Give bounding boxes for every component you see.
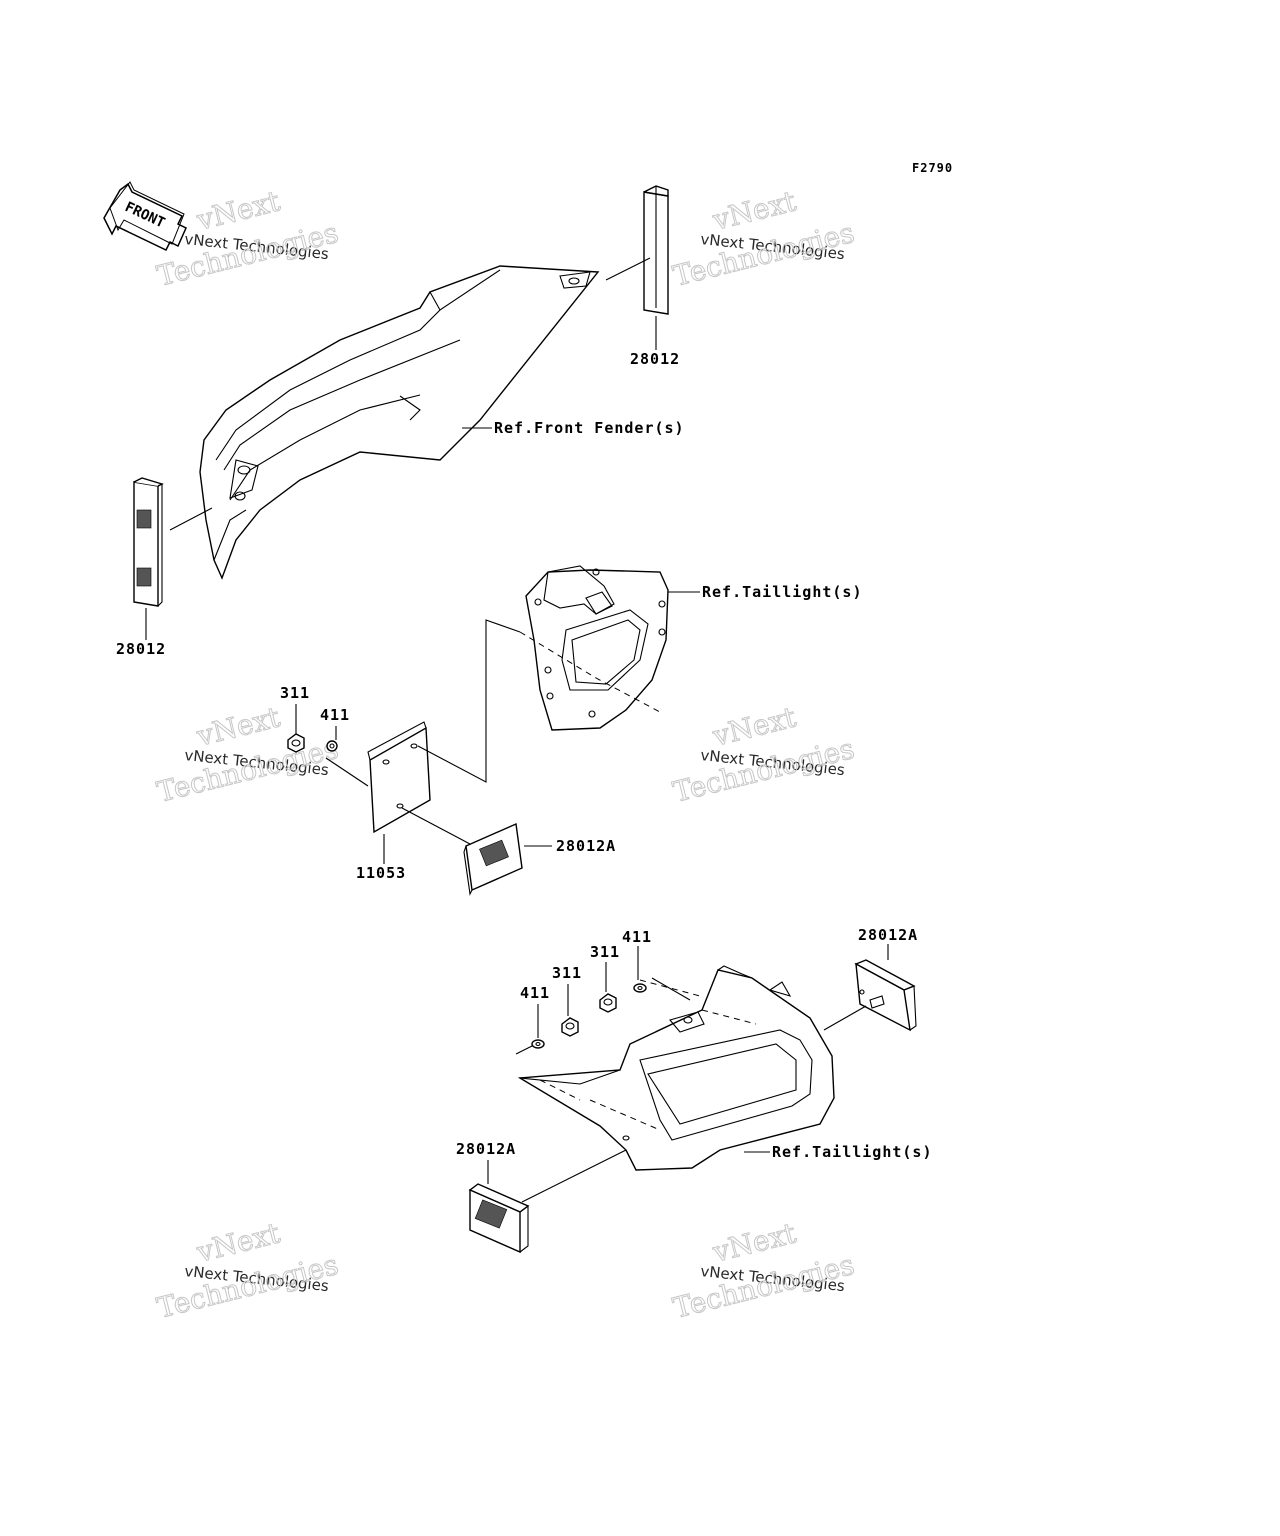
part-number-washer-lower-b: 411: [622, 928, 652, 946]
part-number-nut-lower-b: 311: [590, 943, 620, 961]
part-number-reflector-fender-right: 28012: [630, 350, 680, 368]
svg-text:Technologies: Technologies: [154, 732, 342, 809]
leader-line: [417, 619, 521, 783]
reflector-tail-right: [854, 959, 917, 1032]
svg-text:vNext: vNext: [193, 184, 284, 237]
ref-taillight-lower: Ref.Taillight(s): [772, 1143, 933, 1161]
svg-text:Technologies: Technologies: [670, 732, 858, 809]
front-arrow-icon: FRONT: [103, 181, 187, 251]
leader-line: [823, 1005, 867, 1031]
figure-code: F2790: [912, 161, 953, 175]
part-number-reflector-tail-right: 28012A: [858, 926, 918, 944]
part-number-reflector-plate: 28012A: [556, 837, 616, 855]
nut-upper: [287, 733, 305, 753]
reflector-plate: [463, 822, 523, 896]
ref-taillight-upper: Ref.Taillight(s): [702, 583, 863, 601]
svg-text:vNext: vNext: [709, 700, 800, 753]
leader-line: [521, 1149, 627, 1203]
reflector-fender-left: [133, 477, 164, 607]
svg-text:Technologies: Technologies: [670, 216, 858, 293]
part-number-washer-lower-a: 411: [520, 984, 550, 1002]
nut-lower-a: [561, 1017, 579, 1037]
part-number-washer-upper: 411: [320, 706, 350, 724]
part-number-nut-upper: 311: [280, 684, 310, 702]
reflector-tail-left: [468, 1183, 530, 1254]
svg-text:vNext: vNext: [709, 1216, 800, 1269]
washer-lower-b: [633, 983, 647, 993]
part-number-nut-lower-a: 311: [552, 964, 582, 982]
svg-text:Technologies: Technologies: [154, 1248, 342, 1325]
bracket-plate: [367, 721, 431, 834]
nut-lower-b: [599, 993, 617, 1013]
svg-text:Technologies: Technologies: [670, 1248, 858, 1325]
washer-upper: [326, 740, 338, 752]
taillight-bracket-upper: [519, 565, 669, 731]
leader-line: [325, 757, 369, 787]
leader-line: [401, 807, 471, 845]
washer-lower-a: [531, 1039, 545, 1049]
taillight-lower: [517, 965, 835, 1171]
reflector-fender-right: [643, 185, 669, 315]
leader-line: [605, 257, 651, 281]
ref-front-fender: Ref.Front Fender(s): [494, 419, 685, 437]
part-number-reflector-fender-left: 28012: [116, 640, 166, 658]
svg-text:vNext: vNext: [193, 1216, 284, 1269]
front-fender: [199, 265, 600, 580]
svg-text:vNext: vNext: [193, 700, 284, 753]
leader-line: [169, 507, 213, 531]
svg-text:vNext: vNext: [709, 184, 800, 237]
part-number-reflector-tail-left: 28012A: [456, 1140, 516, 1158]
leader-line: [651, 977, 691, 1001]
part-number-bracket-plate: 11053: [356, 864, 406, 882]
